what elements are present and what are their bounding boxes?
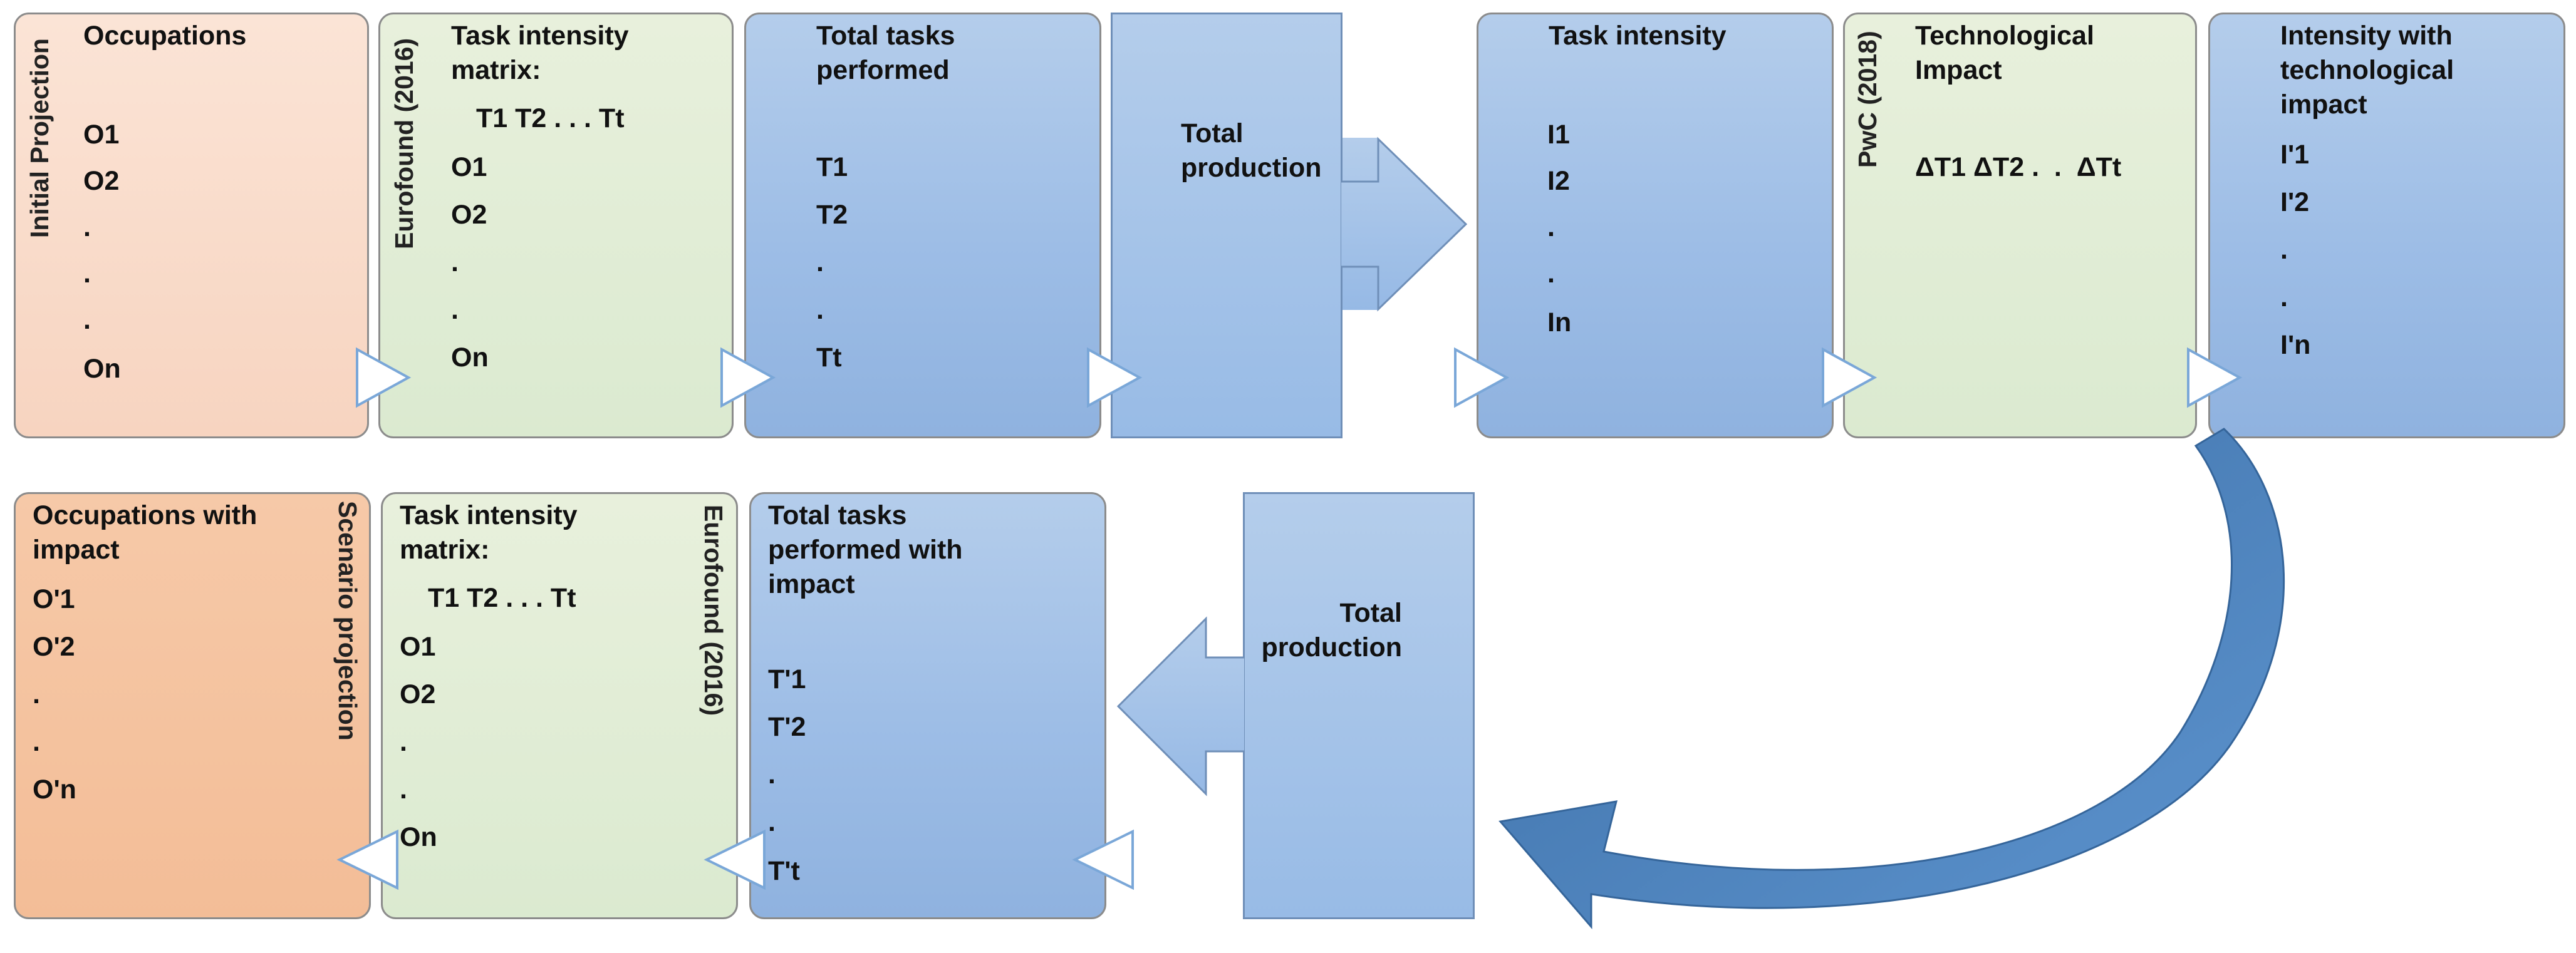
intensity-item: In [1547,307,1572,337]
intensity-tech-title: Intensity with technological impact [2280,21,2454,120]
intensity-item: I2 [1547,166,1570,196]
triangle-connector-right [2187,347,2243,408]
task-matrix-box-bottom [381,492,738,919]
task-total-item: . [816,247,824,277]
task-total-item: . [816,295,824,325]
triangle-connector-right [720,347,776,408]
task-matrix-header-bottom: T1 T2 . . . Tt [428,583,576,613]
intensity-tech-box [2208,13,2565,438]
matrix-row-label-bottom: O2 [400,679,436,709]
triangle-connector-right [356,347,412,408]
triangle-connector-left [704,829,766,890]
occupation-impact-item: . [33,727,40,757]
tech-impact-title: Technological Impact [1915,21,2094,85]
matrix-row-label: On [451,343,489,373]
matrix-row-label: O2 [451,200,487,230]
task-impact-item: T'1 [768,664,806,694]
total-production-tile-bottom [1243,492,1475,919]
arrow-right-head [1341,137,1468,312]
occupation-item: . [83,259,91,289]
matrix-row-label: . [451,247,459,277]
total-tasks-box [744,13,1101,438]
occupations-impact-title: Occupations with impact [33,500,257,565]
intensity-item: . [1547,259,1555,289]
occupation-item: On [83,354,121,384]
matrix-row-label-bottom: . [400,775,407,805]
total-tasks-title: Total tasks performed [816,21,955,85]
task-matrix-title: Task intensity matrix: [451,21,629,85]
triangle-connector-left [1072,829,1134,890]
task-matrix-header: T1 T2 . . . Tt [476,103,625,133]
task-total-item: T2 [816,200,848,230]
intensity-tech-item: . [2280,282,2288,312]
triangle-connector-right [1087,347,1143,408]
intensity-tech-item: I'1 [2280,140,2310,170]
arrow-left-head [1116,616,1244,796]
matrix-row-label-bottom: O1 [400,632,436,662]
task-impact-item: T'2 [768,712,806,742]
tech-impact-values: ΔT1 ΔT2 . . ΔTt [1915,152,2122,182]
matrix-row-label: . [451,295,459,325]
task-impact-item: . [768,760,776,790]
task-impact-item: T't [768,856,800,886]
triangle-connector-left [336,829,398,890]
curved-feedback-arrow [1498,428,2285,930]
task-impact-item: . [768,807,776,837]
task-intensity-box [1477,13,1834,438]
matrix-row-label-bottom: On [400,822,437,852]
task-total-item: Tt [816,343,842,373]
occupation-item: . [83,212,91,242]
occupation-item: . [83,305,91,335]
triangle-connector-right [1822,347,1877,408]
occupation-item: O1 [83,120,120,150]
total-production-label-bottom: Total production [1261,598,1402,662]
task-matrix-box [378,13,734,438]
task-total-item: T1 [816,152,848,182]
triangle-connector-right [1454,347,1510,408]
tech-impact-box [1843,13,2197,438]
intensity-item: I1 [1547,120,1570,150]
task-intensity-title: Task intensity [1549,21,1727,51]
total-tasks-impact-title: Total tasks performed with impact [768,500,963,599]
matrix-row-label: O1 [451,152,487,182]
intensity-item: . [1547,212,1555,242]
occupations-title: Occupations [83,21,247,51]
occupations-impact-box [14,492,371,919]
intensity-tech-item: I'2 [2280,187,2310,217]
total-tasks-impact-box [749,492,1106,919]
intensity-tech-item: I'n [2280,330,2311,360]
occupation-impact-item: O'n [33,775,76,805]
occupation-impact-item: . [33,679,40,709]
occupations-box [14,13,369,438]
occupation-item: O2 [83,166,120,196]
occupation-impact-item: O'2 [33,632,75,662]
total-production-label: Total production [1181,118,1322,183]
task-matrix-title-bottom: Task intensity matrix: [400,500,578,565]
matrix-row-label-bottom: . [400,727,407,757]
occupation-impact-item: O'1 [33,584,75,614]
intensity-tech-item: . [2280,235,2288,265]
